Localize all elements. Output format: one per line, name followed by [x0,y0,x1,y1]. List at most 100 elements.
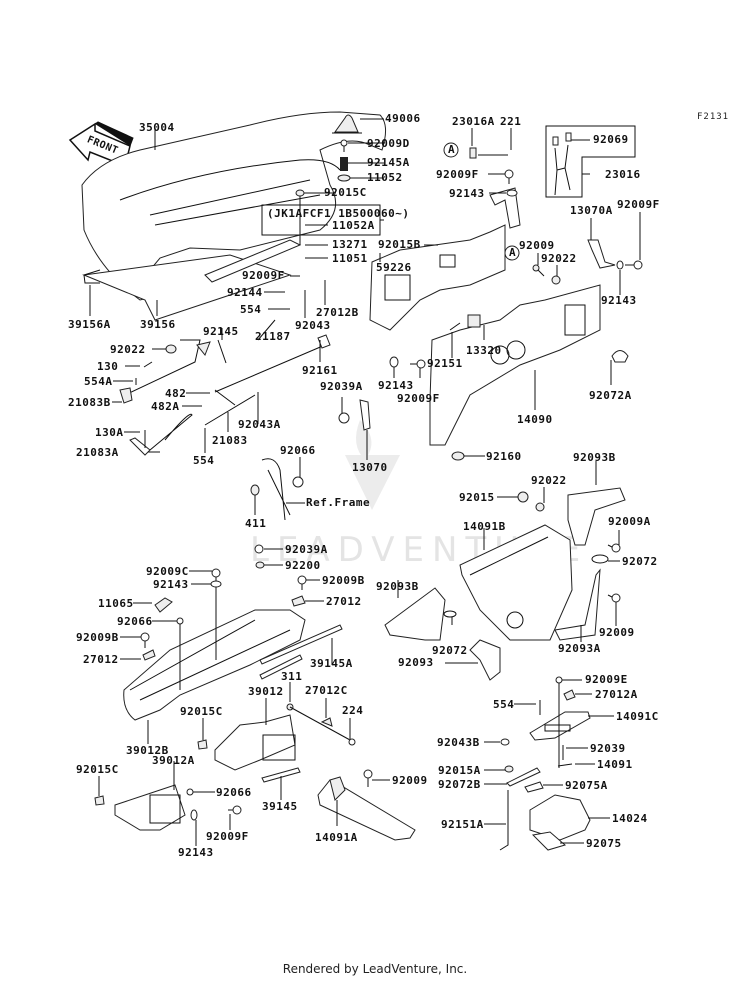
part-label[interactable]: 92015C [76,763,119,776]
part-label[interactable]: 39012B [126,744,169,757]
part-label[interactable]: 554 [240,303,262,316]
part-label[interactable]: 92072B [438,778,481,791]
part-label[interactable]: 27012 [326,595,362,608]
part-label[interactable]: 92009F [242,269,285,282]
part-label[interactable]: 92145A [367,156,410,169]
part-label[interactable]: 11052A [332,219,375,232]
part-label[interactable]: 92009F [397,392,440,405]
part-label[interactable]: 92009F [436,168,479,181]
part-label[interactable]: 92072A [589,389,632,402]
part-label[interactable]: 92093B [573,451,616,464]
part-label[interactable]: 92009E [585,673,628,686]
part-label[interactable]: 92022 [531,474,567,487]
part-label[interactable]: 92151 [427,357,463,370]
part-label[interactable]: 14091C [616,710,659,723]
part-label[interactable]: 92009 [599,626,635,639]
part-label[interactable]: 92200 [285,559,321,572]
part-label[interactable]: 92151A [441,818,484,831]
part-label[interactable]: 92039A [285,543,328,556]
part-label[interactable]: 92015B [378,238,421,251]
part-label[interactable]: 411 [245,517,267,530]
part-label[interactable]: 92075A [565,779,608,792]
part-label[interactable]: 92069 [593,133,629,146]
part-label[interactable]: 554 [493,698,515,711]
part-label[interactable]: 92143 [153,578,189,591]
part-label[interactable]: 554 [193,454,215,467]
part-label[interactable]: 14091B [463,520,506,533]
part-label[interactable]: 13271 [332,238,368,251]
part-label[interactable]: 92039A [320,380,363,393]
part-label[interactable]: 92093B [376,580,419,593]
part-label[interactable]: 92009F [206,830,249,843]
part-label[interactable]: 92093 [398,656,434,669]
part-label[interactable]: 27012B [316,306,359,319]
part-label[interactable]: 14091 [597,758,633,771]
part-label[interactable]: 27012A [595,688,638,701]
part-label[interactable]: 39156A [68,318,111,331]
part-label[interactable]: 13320 [466,344,502,357]
part-label[interactable]: 92043B [437,736,480,749]
part-label[interactable]: 23016A [452,115,495,128]
part-label[interactable]: 59226 [376,261,412,274]
part-label[interactable]: 39012 [248,685,284,698]
part-label[interactable]: 92072 [622,555,658,568]
part-label[interactable]: 39012A [152,754,195,767]
part-label[interactable]: 92039 [590,742,626,755]
part-label[interactable]: 21083B [68,396,111,409]
part-label[interactable]: 92022 [541,252,577,265]
part-label[interactable]: 14024 [612,812,648,825]
part-label[interactable]: 92093A [558,642,601,655]
part-label[interactable]: 11065 [98,597,134,610]
part-label[interactable]: 13070A [570,204,613,217]
part-label[interactable]: 224 [342,704,364,717]
part-label[interactable]: 92009B [322,574,365,587]
part-label[interactable]: 92075 [586,837,622,850]
part-label[interactable]: 130A [95,426,124,439]
part-label[interactable]: 92009 [519,239,555,252]
part-label[interactable]: 23016 [605,168,641,181]
part-label[interactable]: 92015 [459,491,495,504]
part-label[interactable]: 92009D [367,137,410,150]
part-label[interactable]: 92015A [438,764,481,777]
part-label[interactable]: 311 [281,670,303,683]
part-label[interactable]: 92009F [617,198,660,211]
part-label[interactable]: 92009C [146,565,189,578]
part-label[interactable]: 92066 [216,786,252,799]
part-label[interactable]: 482A [151,400,180,413]
part-label[interactable]: 92143 [601,294,637,307]
part-label[interactable]: 92009 [392,774,428,787]
part-label[interactable]: 221 [500,115,522,128]
part-label[interactable]: 92161 [302,364,338,377]
part-label[interactable]: 35004 [139,121,175,134]
part-label[interactable]: 27012C [305,684,348,697]
part-label[interactable]: 92009B [76,631,119,644]
part-label[interactable]: 92066 [280,444,316,457]
part-label[interactable]: 554A [84,375,113,388]
part-label[interactable]: 92143 [378,379,414,392]
part-label[interactable]: 92043 [295,319,331,332]
part-label[interactable]: 92145 [203,325,239,338]
part-label[interactable]: 11052 [367,171,403,184]
part-label[interactable]: 482 [165,387,187,400]
part-label[interactable]: 130 [97,360,119,373]
part-label[interactable]: 92015C [324,186,367,199]
part-label[interactable]: 27012 [83,653,119,666]
part-label[interactable]: 13070 [352,461,388,474]
part-label[interactable]: 39156 [140,318,176,331]
part-label[interactable]: 92009A [608,515,651,528]
part-label[interactable]: 92143 [449,187,485,200]
part-label[interactable]: 92144 [227,286,263,299]
part-label[interactable]: 14091A [315,831,358,844]
part-label[interactable]: 11051 [332,252,368,265]
part-label[interactable]: 21083A [76,446,119,459]
part-label[interactable]: 39145A [310,657,353,670]
part-label[interactable]: 92160 [486,450,522,463]
part-label[interactable]: 39145 [262,800,298,813]
part-label[interactable]: 92022 [110,343,146,356]
part-label[interactable]: 92015C [180,705,223,718]
part-label[interactable]: 21083 [212,434,248,447]
part-label[interactable]: 21187 [255,330,291,343]
part-label[interactable]: 49006 [385,112,421,125]
part-label[interactable]: 92072 [432,644,468,657]
part-label[interactable]: 92143 [178,846,214,859]
